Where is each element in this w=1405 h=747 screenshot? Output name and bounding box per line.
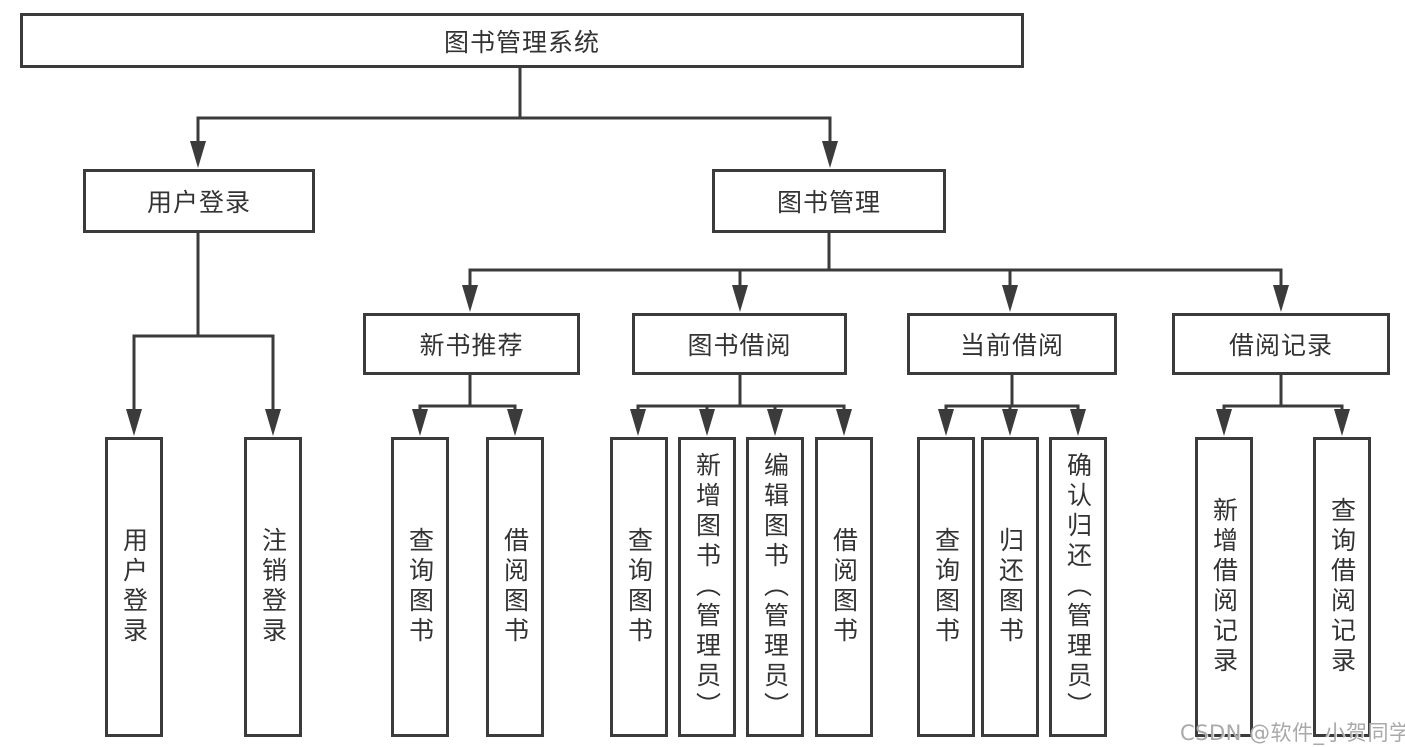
arrow-icon [1216,409,1232,436]
leaf-query-books-borrow: 查询图书 [610,437,668,737]
arrow-icon [462,285,478,312]
leaf-query-books-current: 查询图书 [917,437,975,737]
arrow-icon [938,409,954,436]
leaf-query-borrow-record: 查询借阅记录 [1313,437,1371,737]
arrow-icon [412,409,428,436]
leaf-return-books: 归还图书 [981,437,1039,737]
arrow-icon [1273,285,1289,312]
leaf-query-books-recommend: 查询图书 [391,437,449,737]
arrow-icon [732,285,748,312]
node-book-management: 图书管理 [712,169,946,233]
node-book-borrow: 图书借阅 [632,313,847,375]
arrow-icon [630,409,646,436]
node-current-borrow: 当前借阅 [907,313,1117,375]
arrow-icon [836,409,852,436]
leaf-add-books-admin: 新增图书（管理员） [678,437,736,737]
arrow-icon [1334,409,1350,436]
arrow-icon [1002,285,1018,312]
arrow-icon [126,409,142,436]
arrow-icon [699,409,715,436]
node-root-library-system: 图书管理系统 [20,13,1024,68]
connector-newbook-rail [418,404,517,412]
arrow-icon [190,141,206,168]
arrow-icon [822,141,838,168]
leaf-add-borrow-record: 新增借阅记录 [1195,437,1253,737]
leaf-borrow-books-recommend: 借阅图书 [486,437,544,737]
leaf-user-login: 用户登录 [105,437,163,737]
arrowheads [126,141,1350,436]
arrow-icon [265,409,281,436]
leaf-borrow-books: 借阅图书 [815,437,873,737]
node-borrow-records: 借阅记录 [1172,313,1390,375]
leaf-logout: 注销登录 [244,437,302,737]
watermark: CSDN @软件_小贺同学 [1180,721,1405,745]
arrow-icon [1070,409,1086,436]
connector-borrow-rail [636,404,846,412]
leaf-confirm-return-admin: 确认归还（管理员） [1049,437,1107,737]
arrow-icon [507,409,523,436]
connector-level2-rail [196,116,832,146]
node-new-book-recommend: 新书推荐 [363,313,580,375]
node-user-login: 用户登录 [83,169,315,233]
leaf-edit-books-admin: 编辑图书（管理员） [746,437,804,737]
connector-records-rail [1222,404,1344,412]
connector-userlogin-rail [132,334,275,412]
connector-level3-rail [468,268,1283,288]
arrow-icon [1002,409,1018,436]
arrow-icon [767,409,783,436]
